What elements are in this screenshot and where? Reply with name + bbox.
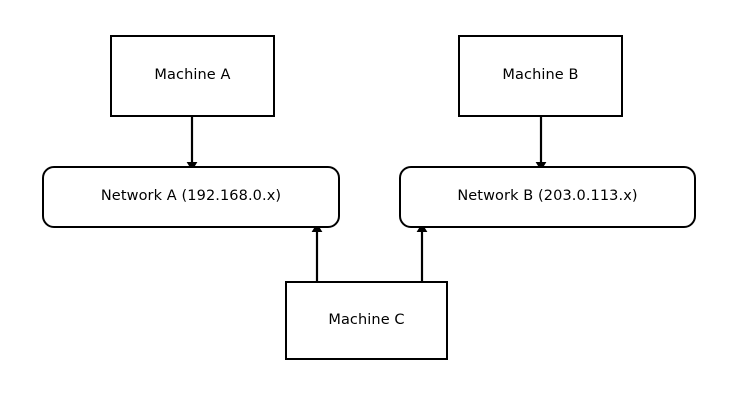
node-machine-b[interactable]: Machine B xyxy=(458,35,623,117)
node-machine-a-label: Machine A xyxy=(154,67,231,84)
node-network-b-label: Network B (203.0.113.x) xyxy=(457,188,638,205)
node-machine-b-label: Machine B xyxy=(502,67,579,84)
node-network-a[interactable]: Network A (192.168.0.x) xyxy=(42,166,340,228)
node-machine-c[interactable]: Machine C xyxy=(285,281,448,360)
node-machine-a[interactable]: Machine A xyxy=(110,35,275,117)
node-machine-c-label: Machine C xyxy=(328,311,405,328)
node-network-b[interactable]: Network B (203.0.113.x) xyxy=(399,166,696,228)
node-network-a-label: Network A (192.168.0.x) xyxy=(100,188,282,205)
